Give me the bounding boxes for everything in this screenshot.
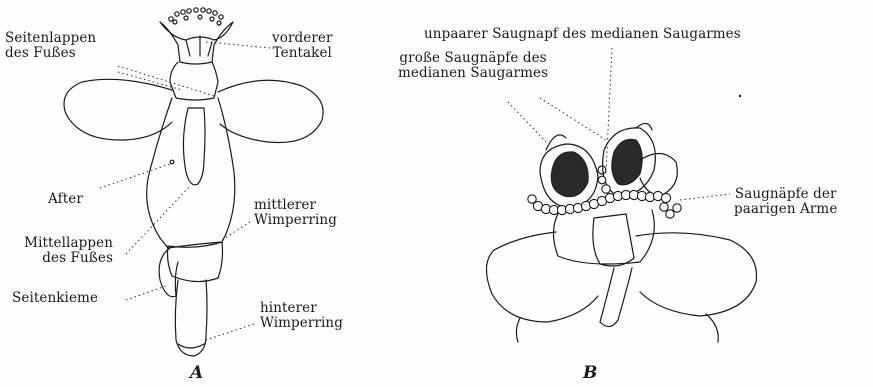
label-mittlerer-wimperring: mittlerer Wimperring	[254, 198, 337, 228]
left-large-sucker	[551, 152, 588, 197]
middle-foot-lobe	[183, 108, 205, 185]
label-mittellappen-line1: Mittellappen	[5, 236, 113, 251]
label-vorderer-line1: vorderer	[272, 31, 333, 46]
right-lower-lobe	[636, 233, 756, 316]
label-after: After	[48, 192, 83, 207]
left-foot-lobe	[64, 79, 172, 140]
paired-arm-suckers	[528, 176, 681, 218]
median-arm-base	[553, 210, 654, 264]
lateral-gill	[159, 248, 178, 297]
label-seitenkieme: Seitenkieme	[12, 291, 98, 306]
right-large-sucker	[612, 139, 643, 185]
central-stalk	[593, 214, 634, 266]
label-vorderer-tentakel: vorderer Tentakel	[272, 31, 333, 61]
label-grosse-line2: medianen Saugarmes	[398, 66, 548, 81]
panel-letter-b: B	[583, 363, 597, 383]
label-hinterer-line2: Wimperring	[260, 316, 343, 331]
label-seitenlappen-line2: des Fußes	[5, 46, 96, 61]
label-mittlerer-line2: Wimperring	[254, 213, 337, 228]
label-mittellappen-line2: des Fußes	[5, 251, 113, 266]
drawing-b	[486, 123, 756, 342]
anterior-tentacle	[160, 22, 233, 64]
label-saugnaepfe-line2: paarigen Arme	[734, 202, 837, 217]
left-lower-lobe	[486, 232, 598, 322]
label-saugnaepfe-line1: Saugnäpfe der	[734, 187, 837, 202]
leaders-a	[100, 42, 270, 340]
label-mittellappen: Mittellappen des Fußes	[5, 236, 113, 266]
label-saugnaepfe-paarige-arme: Saugnäpfe der paarigen Arme	[734, 187, 837, 217]
label-unpaarer-saugnapf: unpaarer Saugnapf des medianen Saugarmes	[424, 27, 741, 42]
tail-b	[600, 268, 632, 327]
label-grosse-saugnaepfe: große Saugnäpfe des medianen Saugarmes	[398, 51, 548, 81]
label-hinterer-wimperring: hinterer Wimperring	[260, 301, 343, 331]
label-seitenlappen: Seitenlappen des Fußes	[5, 31, 96, 61]
label-vorderer-line2: Tentakel	[272, 46, 333, 61]
body-trunk	[147, 98, 235, 248]
label-grosse-line1: große Saugnäpfe des	[398, 51, 548, 66]
panel-letter-a: A	[190, 363, 203, 383]
head-stem	[170, 62, 218, 100]
right-foot-lobe	[218, 80, 323, 142]
label-hinterer-line1: hinterer	[260, 301, 343, 316]
label-seitenlappen-line1: Seitenlappen	[5, 31, 96, 46]
label-mittlerer-line1: mittlerer	[254, 198, 337, 213]
tentacle-knobs	[169, 8, 223, 25]
